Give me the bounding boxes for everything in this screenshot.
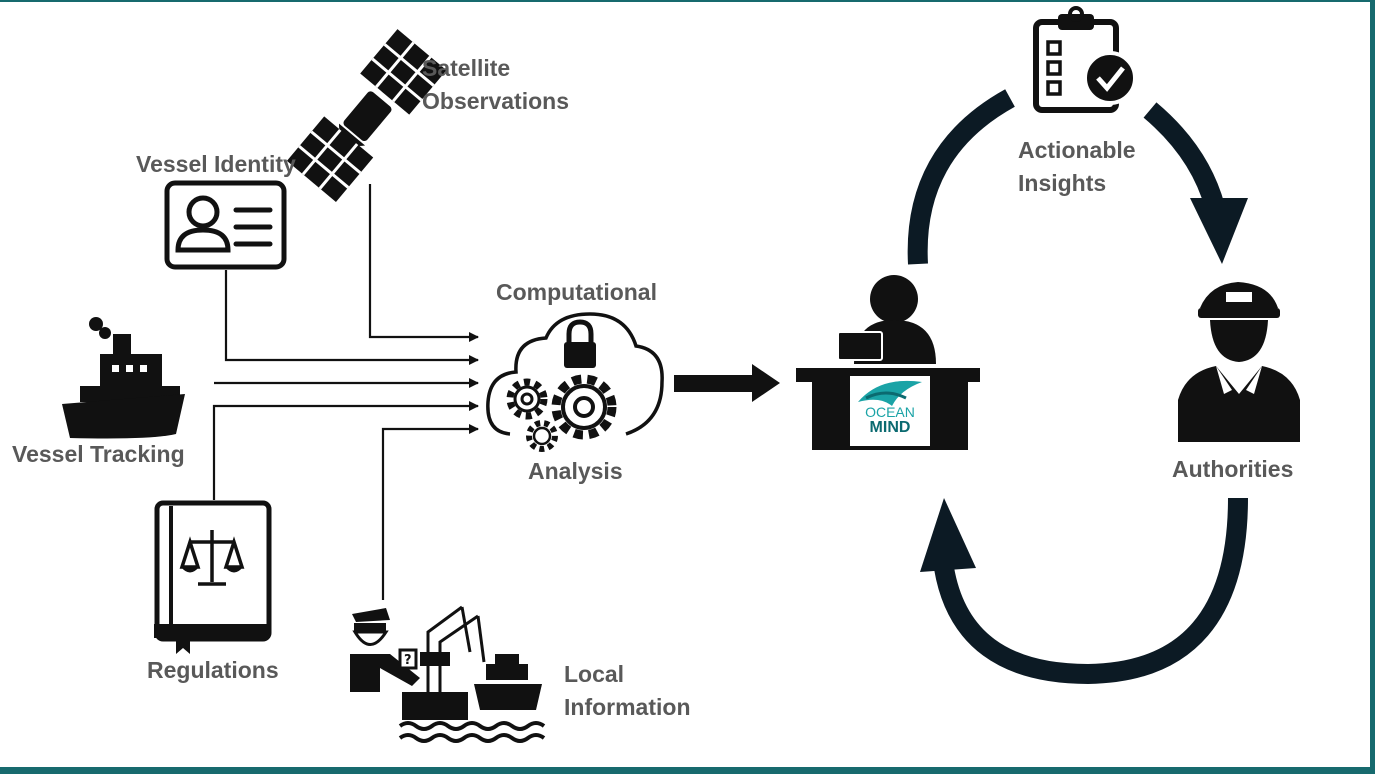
logo-text: OCEAN MIND — [850, 404, 930, 436]
logo-text-ocean: OCEAN — [865, 404, 915, 420]
authorities-label: Authorities — [1172, 456, 1294, 482]
vessel-identity-label: Vessel Identity — [136, 151, 296, 177]
satellite-connector — [368, 184, 479, 342]
actionable-label-line2: Insights — [1018, 170, 1107, 196]
actionable-insights-label: Actionable Insights — [1018, 134, 1136, 200]
id-card-icon — [164, 180, 287, 270]
analyst-arrowhead — [920, 498, 976, 572]
identity-connector — [224, 270, 479, 365]
local-connector — [381, 424, 479, 600]
satellite-label-line2: Observations — [422, 88, 569, 114]
satellite-label-line1: Satellite — [422, 55, 511, 81]
ship-icon — [62, 317, 185, 439]
regulations-connector — [212, 401, 479, 500]
svg-text:?: ? — [404, 653, 412, 668]
cycle-arrows — [907, 89, 1248, 685]
satellite-label: Satellite Observations — [422, 52, 569, 118]
checklist-icon — [1033, 6, 1137, 113]
vessel-tracking-label: Vessel Tracking — [12, 441, 185, 467]
actionable-label-line1: Actionable — [1018, 137, 1136, 163]
satellite-icon — [286, 29, 447, 202]
local-label-line2: Information — [564, 694, 691, 720]
analysis-to-analyst-arrow — [674, 364, 780, 402]
local-label-line1: Local — [564, 661, 625, 687]
analyst-to-insights-arc — [907, 89, 1015, 265]
computational-label: Computational — [496, 279, 657, 305]
insights-to-authorities-arc — [1143, 102, 1225, 210]
cloud-gears-lock-icon — [486, 312, 664, 452]
authorities-to-analyst-arc — [934, 497, 1248, 685]
input-connectors — [212, 184, 479, 600]
regulations-label: Regulations — [147, 657, 279, 683]
logo-text-mind: MIND — [869, 419, 911, 436]
officer-icon — [1178, 282, 1300, 442]
authorities-arrowhead — [1190, 198, 1248, 264]
analysis-label: Analysis — [528, 458, 623, 484]
law-book-icon — [154, 500, 272, 654]
port-inspection-icon: ? — [350, 605, 546, 743]
local-information-label: Local Information — [564, 658, 691, 724]
oceanmind-logo — [850, 376, 930, 446]
